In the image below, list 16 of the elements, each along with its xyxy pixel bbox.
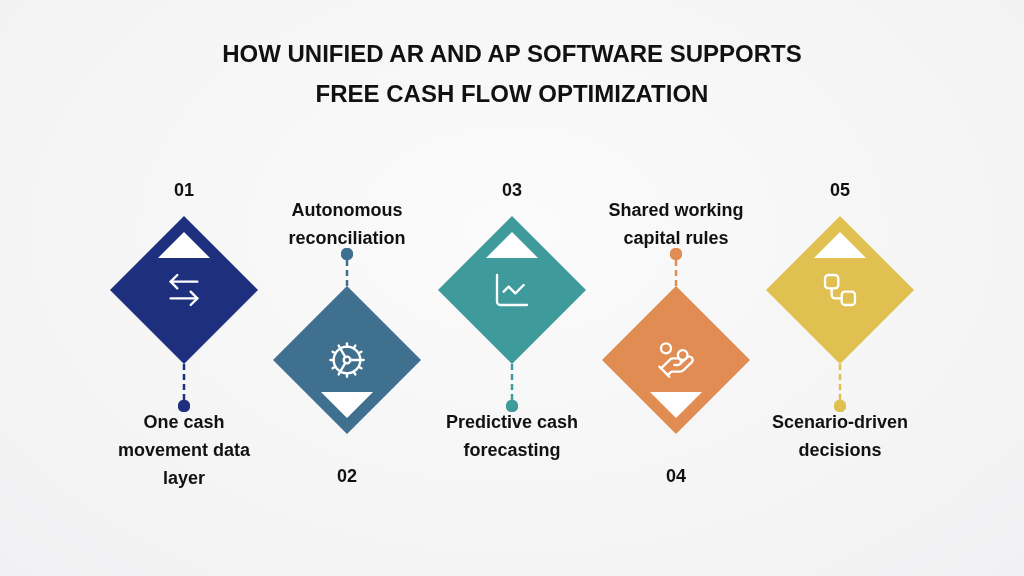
step-label: Predictive cash forecasting — [430, 408, 594, 464]
step-number: 03 — [501, 179, 523, 201]
dashed-connector — [833, 364, 847, 413]
dashed-connector — [505, 364, 519, 413]
step-number: 05 — [829, 179, 851, 201]
dashed-connector — [177, 364, 191, 413]
step-label: Scenario-driven decisions — [758, 408, 922, 464]
step-label: Shared working capital rules — [594, 196, 758, 252]
step-number: 01 — [173, 179, 195, 201]
dashed-connector — [669, 247, 683, 286]
dashed-connector — [340, 247, 354, 286]
step-number: 04 — [665, 465, 687, 487]
step-number: 02 — [336, 465, 358, 487]
step-label: One cash movement data layer — [102, 408, 266, 492]
title: HOW UNIFIED AR AND AP SOFTWARE SUPPORTS FREE CASH FLOW OPTIMIZATION — [221, 39, 803, 109]
step-label: Autonomous reconciliation — [265, 196, 429, 252]
